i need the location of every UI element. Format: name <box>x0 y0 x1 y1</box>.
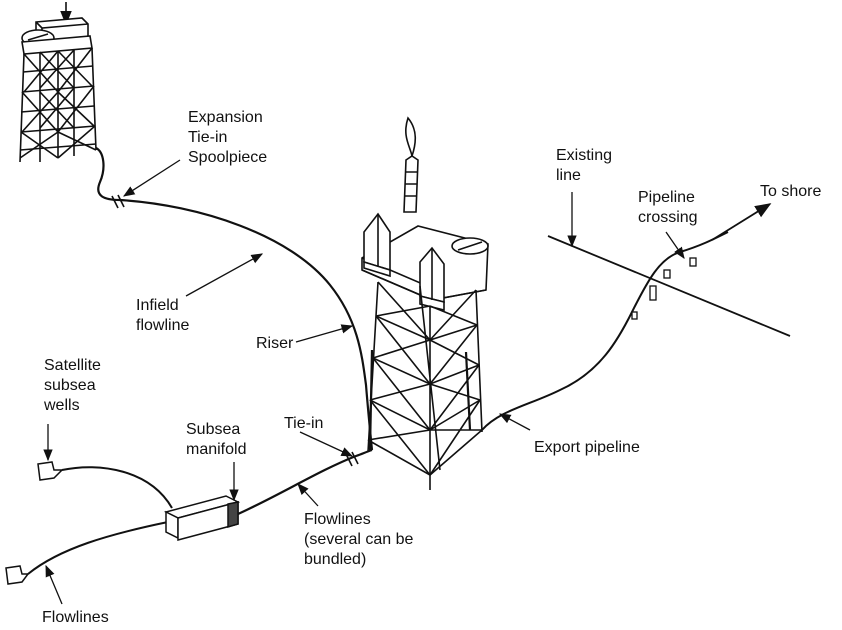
flowline-well-2 <box>27 521 169 575</box>
label-flowlines-bundled: Flowlines (several can be bundled) <box>304 510 413 570</box>
label-export-pipeline: Export pipeline <box>534 439 640 456</box>
label-flowlines-bottom: Flowlines <box>42 609 109 626</box>
label-existing-line2: line <box>556 167 581 184</box>
label-infield-flowline: Infield flowline <box>136 296 189 336</box>
label-subsea-manifold: Subsea manifold <box>186 420 246 460</box>
satellite-well-1 <box>37 461 64 481</box>
small-platform <box>19 2 97 163</box>
label-flowlines-line2: (several can be <box>304 531 414 548</box>
flowline-well-1 <box>61 466 173 509</box>
label-manifold-line1: Subsea <box>186 421 241 438</box>
infield-flowline <box>95 147 374 451</box>
label-satellite-wells: Satellite subsea wells <box>44 356 101 416</box>
label-riser: Riser <box>256 335 294 352</box>
label-existing-line: Existing line <box>556 146 612 186</box>
manifold-flowlines <box>237 448 373 516</box>
label-existing-line1: Existing <box>556 147 613 164</box>
existing-line <box>547 235 791 337</box>
label-pipeline-crossing: Pipeline crossing <box>638 188 698 228</box>
label-expansion-line2: Tie-in <box>188 129 228 146</box>
label-expansion-line1: Expansion <box>188 109 263 126</box>
label-satellite-line2: subsea <box>44 377 96 394</box>
crossing-supports <box>631 257 697 320</box>
label-crossing-line1: Pipeline <box>638 189 695 206</box>
spoolpiece-marks <box>111 194 125 209</box>
label-tie-in: Tie-in <box>284 415 324 432</box>
label-manifold-line2: manifold <box>186 441 247 458</box>
label-flowlines-line3: bundled) <box>304 551 367 568</box>
label-satellite-line1: Satellite <box>44 357 101 374</box>
export-pipeline <box>481 231 729 431</box>
main-platform <box>361 116 489 490</box>
to-shore-pipe <box>711 203 772 241</box>
label-infield-line1: Infield <box>136 297 179 314</box>
satellite-well-2 <box>5 565 30 585</box>
subsea-manifold <box>163 495 241 541</box>
label-expansion-line3: Spoolpiece <box>188 149 268 166</box>
label-crossing-line2: crossing <box>638 209 698 226</box>
callout-arrows <box>43 159 685 605</box>
label-expansion: Expansion Tie-in Spoolpiece <box>188 108 267 168</box>
label-flowlines-line1: Flowlines <box>304 511 371 528</box>
label-infield-line2: flowline <box>136 317 190 334</box>
label-satellite-line3: wells <box>44 397 80 414</box>
label-to-shore: To shore <box>760 183 822 200</box>
